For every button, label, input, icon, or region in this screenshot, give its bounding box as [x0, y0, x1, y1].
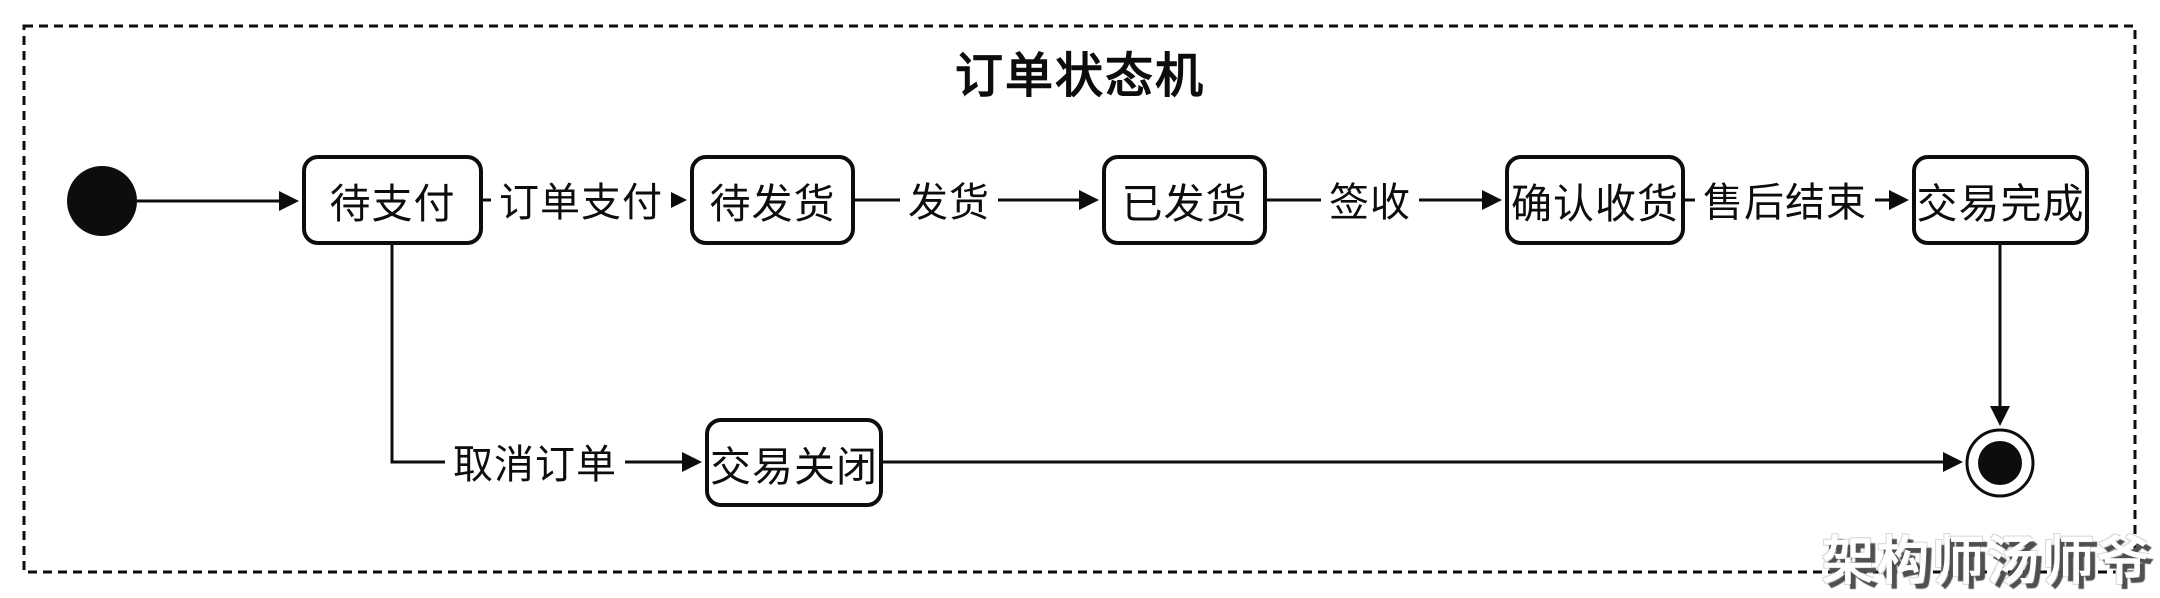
- transition-label-order-pay: 订单支付: [491, 170, 671, 228]
- transition-arrow-cancel-order: [390, 245, 702, 472]
- watermark: 架构师汤师爷: [1821, 533, 2152, 591]
- state-pending-shipment: 待发货: [690, 155, 855, 245]
- transition-label-ship: 发货: [900, 170, 998, 228]
- state-confirm-receipt: 确认收货: [1505, 155, 1685, 245]
- state-pending-payment: 待支付: [302, 155, 483, 245]
- initial-state-icon: [67, 166, 137, 236]
- state-transaction-complete: 交易完成: [1912, 155, 2089, 245]
- transition-label-sign: 签收: [1321, 170, 1419, 228]
- final-state-icon: [1965, 428, 2035, 498]
- frame-dashed-border: [22, 24, 2137, 574]
- state-transaction-closed: 交易关闭: [705, 418, 883, 507]
- transition-label-after-sale-end: 售后结束: [1695, 170, 1875, 228]
- transition-label-cancel-order: 取消订单: [445, 432, 625, 490]
- state-shipped: 已发货: [1102, 155, 1267, 245]
- diagram-title: 订单状态机: [954, 50, 1205, 103]
